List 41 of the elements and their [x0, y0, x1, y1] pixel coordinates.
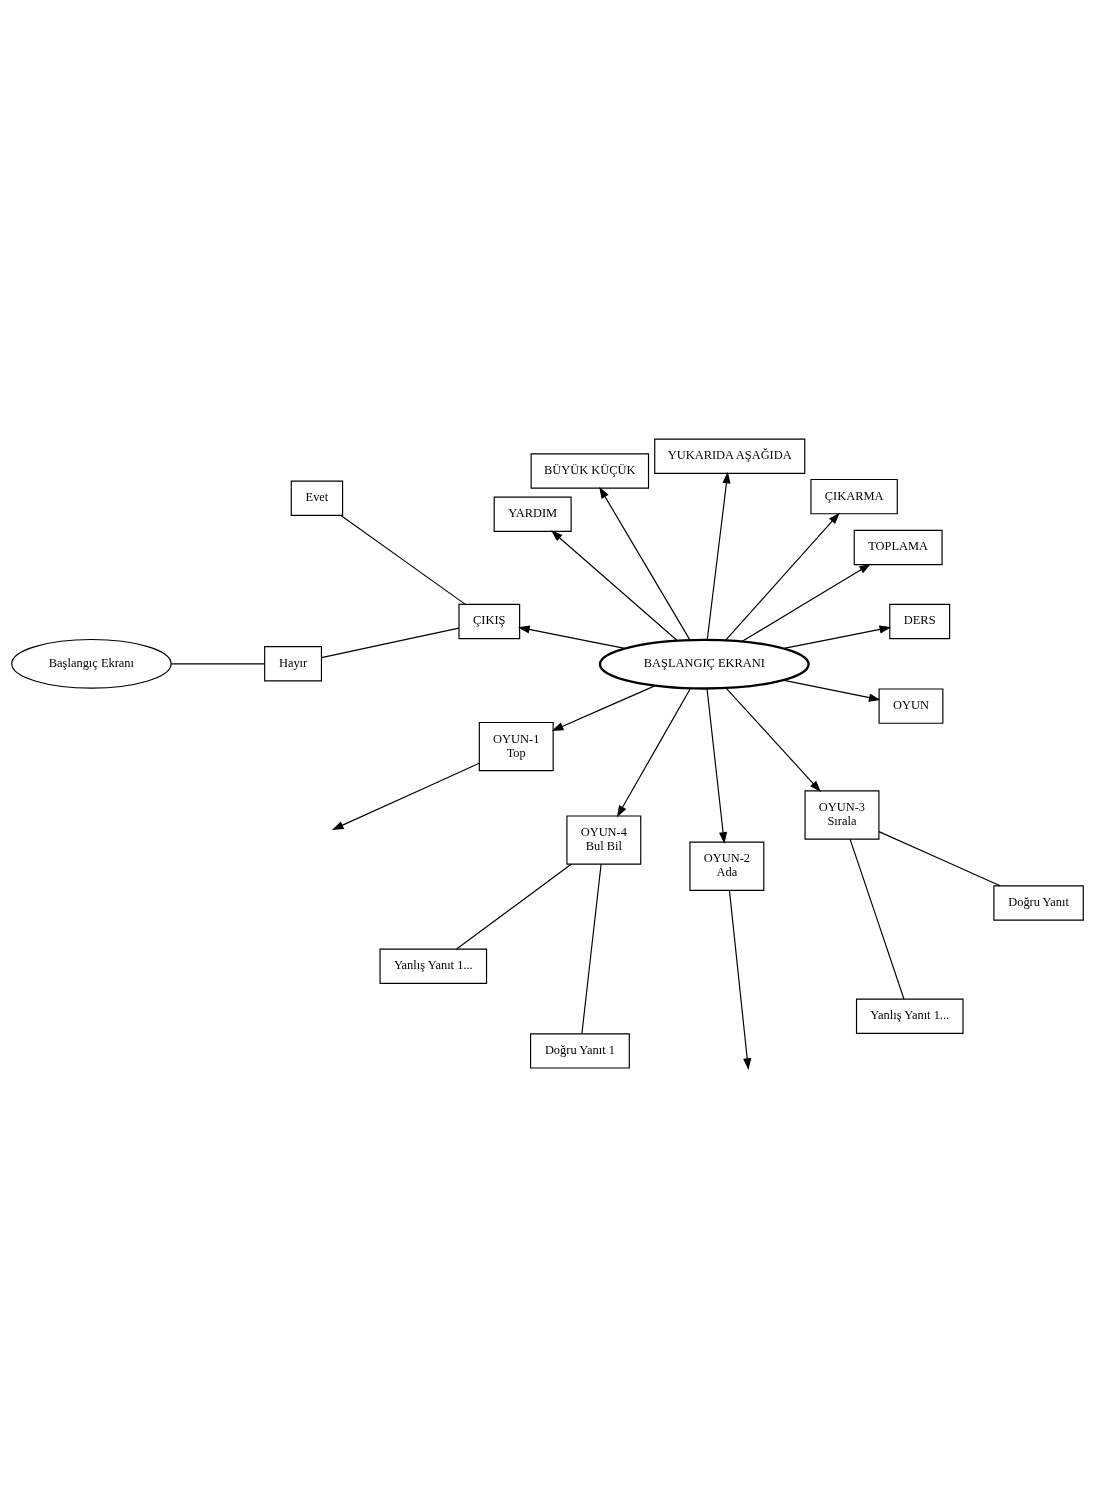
node-box: TOPLAMA — [853, 529, 943, 565]
node-box: OYUN-1 Top — [478, 721, 554, 771]
node-box: YARDIM — [493, 496, 572, 532]
node-box: ÇIKARMA — [810, 478, 898, 514]
node-box: OYUN-3 Sırala — [804, 789, 880, 840]
connector — [321, 627, 460, 658]
arrow — [551, 529, 679, 641]
node-box: BÜYÜK KÜÇÜK — [530, 452, 650, 489]
connector — [340, 514, 466, 605]
arrow — [706, 471, 731, 641]
node-ellipse: Başlangıç Ekranı — [11, 638, 172, 689]
arrow — [616, 687, 692, 817]
connector — [170, 662, 266, 664]
arrow — [331, 762, 480, 830]
node-box: Hayır — [264, 645, 323, 681]
node-box: Yanlış Yanıt 1... — [379, 948, 488, 984]
connector — [456, 863, 572, 950]
arrow — [741, 563, 871, 642]
arrow — [706, 687, 728, 844]
arrow — [782, 679, 881, 702]
connector — [581, 863, 602, 1034]
node-box: OYUN-4 Bul Bil — [566, 814, 642, 865]
node-ellipse: BAŞLANGIÇ EKRANI — [598, 638, 810, 690]
arrow — [517, 624, 626, 649]
arrow — [551, 684, 656, 731]
node-box: Evet — [290, 480, 344, 516]
node-box: YUKARIDA AŞAĞIDA — [654, 438, 806, 474]
node-box: DERS — [889, 603, 951, 639]
node-box: OYUN — [878, 687, 944, 724]
connector — [878, 830, 1001, 886]
node-box: Doğru Yanıt — [993, 884, 1084, 921]
node-box: ÇIKIŞ — [458, 603, 521, 639]
arrow — [728, 889, 752, 1070]
connector — [849, 838, 905, 1000]
node-box: OYUN-2 Ada — [689, 841, 765, 891]
arrow — [599, 486, 691, 641]
arrow — [783, 624, 892, 649]
arrow — [725, 687, 821, 792]
arrow — [725, 512, 840, 641]
node-box: Doğru Yanıt 1 — [530, 1032, 630, 1069]
node-box: Yanlış Yanıt 1... — [855, 998, 964, 1034]
